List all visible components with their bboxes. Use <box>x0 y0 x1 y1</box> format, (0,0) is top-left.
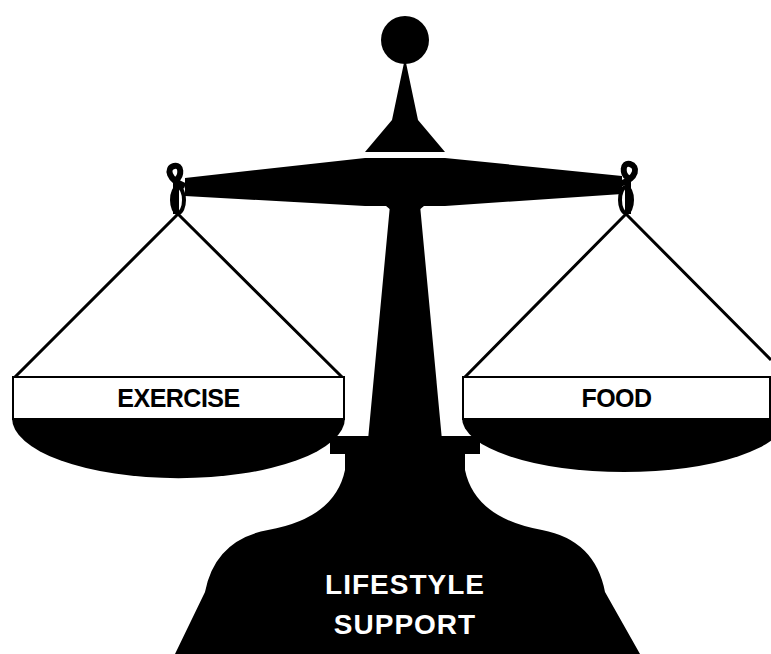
node-label: FOOD <box>581 384 651 413</box>
text-stack: LIFESTYLE SUPPORT <box>305 565 505 645</box>
base <box>175 470 640 654</box>
right-hook <box>620 164 635 214</box>
pan-label-band: EXERCISE <box>12 376 345 420</box>
right-pan-bowl <box>462 418 771 472</box>
pan-label-band: FOOD <box>462 376 771 420</box>
node-label: EXERCISE <box>117 384 239 413</box>
text-stack: EXERCISE <box>117 384 239 413</box>
collar <box>330 436 480 454</box>
pillar <box>368 205 442 440</box>
left-pan-bowl <box>12 418 345 478</box>
text-stack: FOOD <box>581 384 651 413</box>
right-hook-loop <box>620 187 632 213</box>
left-pan-strings <box>14 214 343 378</box>
right-pan-strings <box>464 214 771 378</box>
base-label: LIFESTYLE SUPPORT <box>305 562 505 648</box>
left-hook <box>169 166 185 214</box>
top-ball <box>381 16 429 64</box>
node-label: LIFESTYLE SUPPORT <box>305 565 505 645</box>
spire <box>365 58 445 152</box>
left-hook-loop <box>172 187 184 213</box>
